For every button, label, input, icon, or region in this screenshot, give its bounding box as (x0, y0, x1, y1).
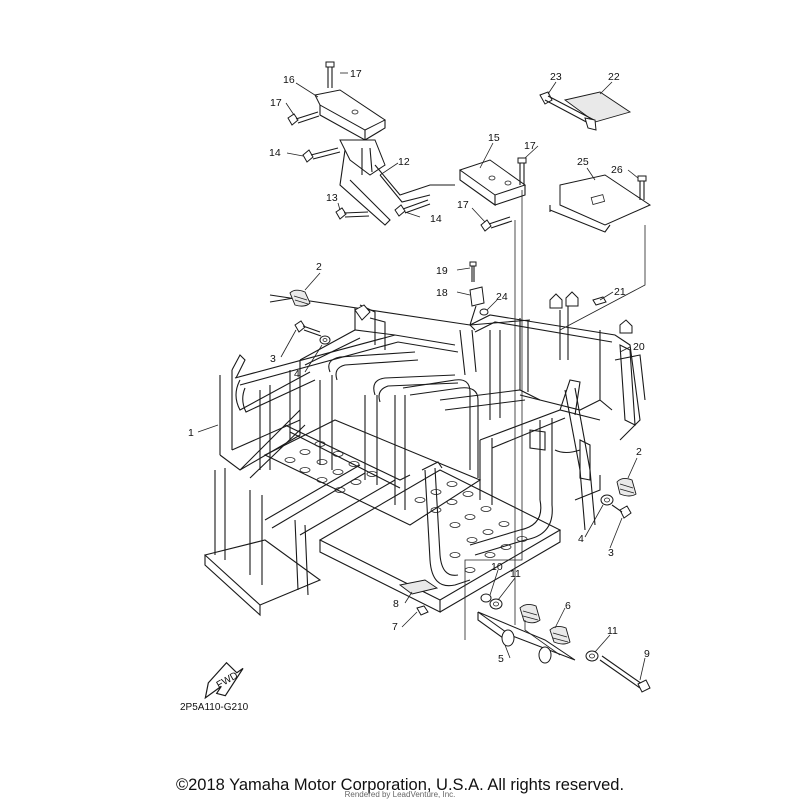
bolt-14-left (302, 147, 341, 163)
callout-17: 17 (457, 199, 469, 211)
callout-9: 9 (644, 648, 650, 660)
bolt-17-top (325, 61, 335, 88)
callout-22: 22 (608, 71, 620, 83)
callout-3: 3 (270, 353, 276, 365)
seat-latch-parts (469, 91, 652, 331)
callout-12: 12 (398, 156, 410, 168)
callout-4: 4 (294, 368, 300, 380)
callout-2: 2 (636, 446, 642, 458)
callout-5: 5 (498, 653, 504, 665)
callout-10: 10 (491, 561, 503, 573)
callout-23: 23 (550, 71, 562, 83)
callout-8: 8 (393, 598, 399, 610)
main-frame (203, 291, 646, 617)
callout-24: 24 (496, 291, 508, 303)
callout-17: 17 (270, 97, 282, 109)
upper-bracket-assembly (287, 61, 646, 640)
callout-19: 19 (436, 265, 448, 277)
rendered-by-text: Rendered by LeadVenture, Inc. (344, 790, 456, 799)
callout-13: 13 (326, 192, 338, 204)
callout-25: 25 (577, 156, 589, 168)
callout-4: 4 (578, 533, 584, 545)
callout-numbers: 1 2 2 3 3 4 4 5 6 7 8 9 10 11 11 12 13 1… (188, 68, 650, 665)
bolt-13 (335, 207, 370, 220)
diagram-reference-code: 2P5A110-G210 (180, 702, 249, 713)
callout-14: 14 (269, 147, 281, 159)
callout-26: 26 (611, 164, 623, 176)
callout-20: 20 (633, 341, 645, 353)
callout-16: 16 (283, 74, 295, 86)
fwd-arrow-icon: FWD (204, 661, 244, 700)
leader-lines (197, 72, 646, 681)
callout-1: 1 (188, 427, 194, 439)
bolt-17-left (287, 111, 320, 126)
callout-18: 18 (436, 287, 448, 299)
callout-17: 17 (350, 68, 362, 80)
callout-14: 14 (430, 213, 442, 225)
callout-15: 15 (488, 132, 500, 144)
callout-2: 2 (316, 261, 322, 273)
callout-21: 21 (614, 286, 626, 298)
bolt-17-mid (480, 216, 513, 232)
callout-17: 17 (524, 140, 536, 152)
callout-6: 6 (565, 600, 571, 612)
callout-11: 11 (510, 568, 521, 580)
bolt-17-right (517, 157, 527, 185)
callout-7: 7 (392, 621, 398, 633)
mount-hardware (289, 289, 651, 693)
callout-3: 3 (608, 547, 614, 559)
copyright-text: ©2018 Yamaha Motor Corporation, U.S.A. A… (175, 776, 625, 794)
bolt-14-right (394, 199, 431, 217)
callout-11: 11 (607, 625, 618, 637)
